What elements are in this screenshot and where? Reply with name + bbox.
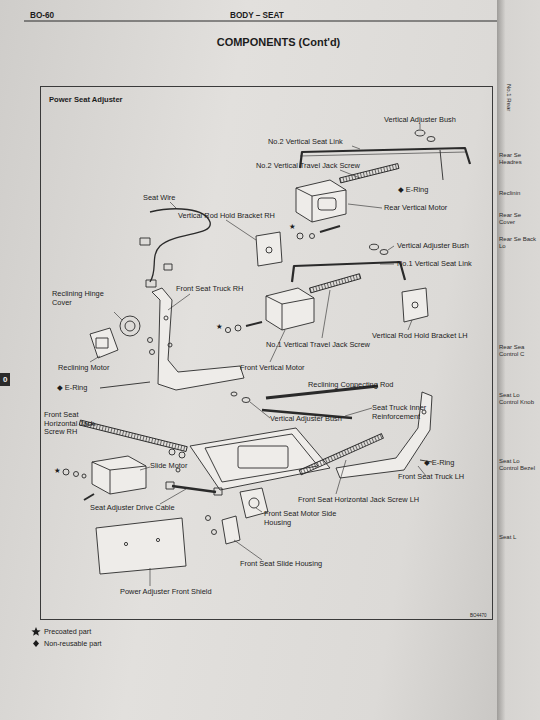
part-label: Reclining Hinge Cover [52, 290, 114, 307]
part-label: ◆ E-Ring [57, 384, 87, 393]
facing-page-text: Seat L [499, 534, 537, 541]
facing-page-text: Seat Lo Control Knob [499, 392, 537, 406]
part-label: Vertical Adjuster Bush [384, 116, 456, 125]
facing-page-text: Seat Lo Control Bezel [499, 458, 537, 472]
part-label: ◆ E-Ring [398, 186, 428, 195]
part-label: Vertical Adjuster Bush [270, 415, 342, 424]
facing-page-text: No.1 Rear [505, 84, 512, 122]
precoat-mark: ★ [289, 223, 296, 232]
legend-text: Precoated part [44, 627, 91, 636]
figure-code: BO4470 [470, 613, 487, 618]
diamond-symbol [33, 640, 39, 647]
page-title: COMPONENTS (Cont'd) [0, 36, 497, 48]
page-number: BO-60 [30, 11, 54, 20]
legend-text: Non-reusable part [44, 639, 102, 648]
star-symbol [31, 627, 40, 636]
part-label: Front Seat Truck LH [398, 473, 464, 482]
precoat-mark: ★ [216, 323, 223, 332]
facing-page-text: Rear Se Headres [499, 152, 537, 166]
facing-page-text: Rear Se Back Lo [499, 236, 537, 250]
part-label: Vertical Rod Hold Bracket RH [178, 212, 275, 221]
facing-page-text: Rear Sea Control C [499, 344, 537, 358]
part-label: Front Vertical Motor [240, 364, 304, 373]
part-label: Seat Adjuster Drive Cable [90, 504, 175, 513]
part-label: Front Seat Horizontal Jack Screw LH [298, 496, 419, 505]
part-label: Reclining Connecting Rod [308, 381, 393, 390]
part-label: Front Seat Horizontal Jack Screw RH [44, 411, 106, 437]
part-label: No.2 Vertical Travel Jack Screw [256, 162, 360, 171]
part-label: Seat Truck Inner Reinforcement [372, 404, 446, 421]
facing-page-text: Rear Se Cover [499, 212, 537, 226]
part-label: Reclining Motor [58, 364, 109, 373]
part-label: Seat Wire [143, 194, 175, 203]
part-label: Vertical Adjuster Bush [397, 242, 469, 251]
section-tab: 0 [0, 373, 10, 386]
precoat-mark: ★ [54, 467, 61, 476]
section-header: BODY – SEAT [230, 11, 284, 20]
manual-page [0, 0, 497, 720]
part-label: Power Adjuster Front Shield [120, 588, 212, 597]
part-label: Front Seat Slide Housing [240, 560, 322, 569]
part-label: Rear Vertical Motor [384, 204, 447, 213]
part-label: Slide Motor [150, 462, 187, 471]
part-label: Front Seat Motor Side Housing [264, 510, 338, 527]
part-label: Vertical Rod Hold Bracket LH [372, 332, 468, 341]
part-label: No.1 Vertical Seat Link [397, 260, 472, 269]
facing-page [497, 0, 540, 720]
facing-page-text: Reclinin [499, 190, 537, 197]
part-label: No.1 Vertical Travel Jack Screw [266, 341, 370, 350]
part-label: No.2 Vertical Seat Link [268, 138, 343, 147]
part-label: Front Seat Truck RH [176, 285, 243, 294]
frame-heading: Power Seat Adjuster [49, 95, 123, 104]
part-label: ◆ E-Ring [424, 459, 454, 468]
